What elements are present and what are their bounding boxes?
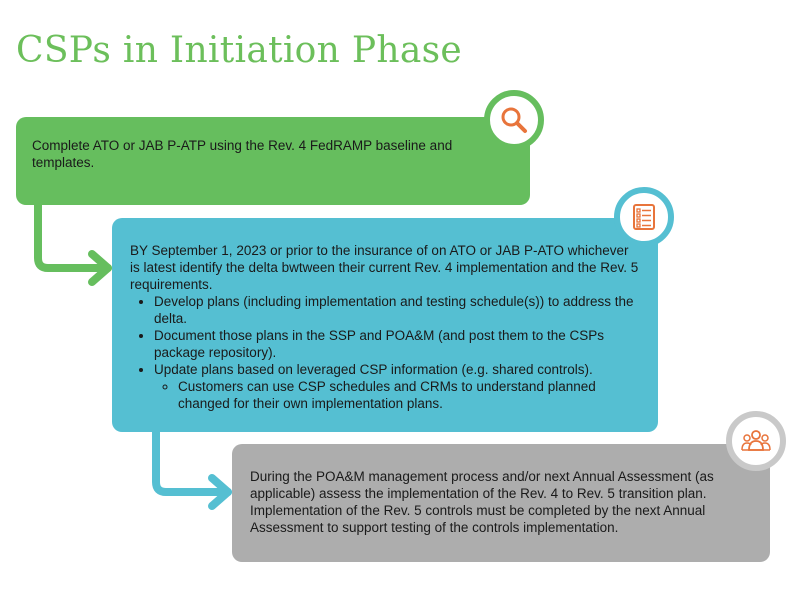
checklist-icon [633,204,655,230]
step-1-text: Complete ATO or JAB P-ATP using the Rev.… [32,138,453,170]
people-group-icon [741,430,771,451]
step-2-sub-list: Customers can use CSP schedules and CRMs… [154,378,640,412]
list-item: Update plans based on leveraged CSP info… [154,361,640,412]
step-2-intro: BY September 1, 2023 or prior to the ins… [130,243,639,292]
step-3-box: During the POA&M management process and/… [232,444,770,562]
list-item: Develop plans (including implementation … [154,293,640,327]
step-2-icon-badge [614,187,674,247]
step-3-text: During the POA&M management process and/… [250,469,714,535]
list-item-text: Update plans based on leveraged CSP info… [154,362,593,377]
step-2-bullet-list: Develop plans (including implementation … [130,293,640,412]
step-1-box: Complete ATO or JAB P-ATP using the Rev.… [16,117,530,205]
page-title: CSPs in Initiation Phase [16,30,463,71]
step-3-icon-badge [726,411,786,471]
step-1-icon-badge [484,90,544,150]
magnifier-icon [501,107,527,133]
sub-list-item: Customers can use CSP schedules and CRMs… [178,378,640,412]
list-item: Document those plans in the SSP and POA&… [154,327,640,361]
step-2-box: BY September 1, 2023 or prior to the ins… [112,218,658,432]
